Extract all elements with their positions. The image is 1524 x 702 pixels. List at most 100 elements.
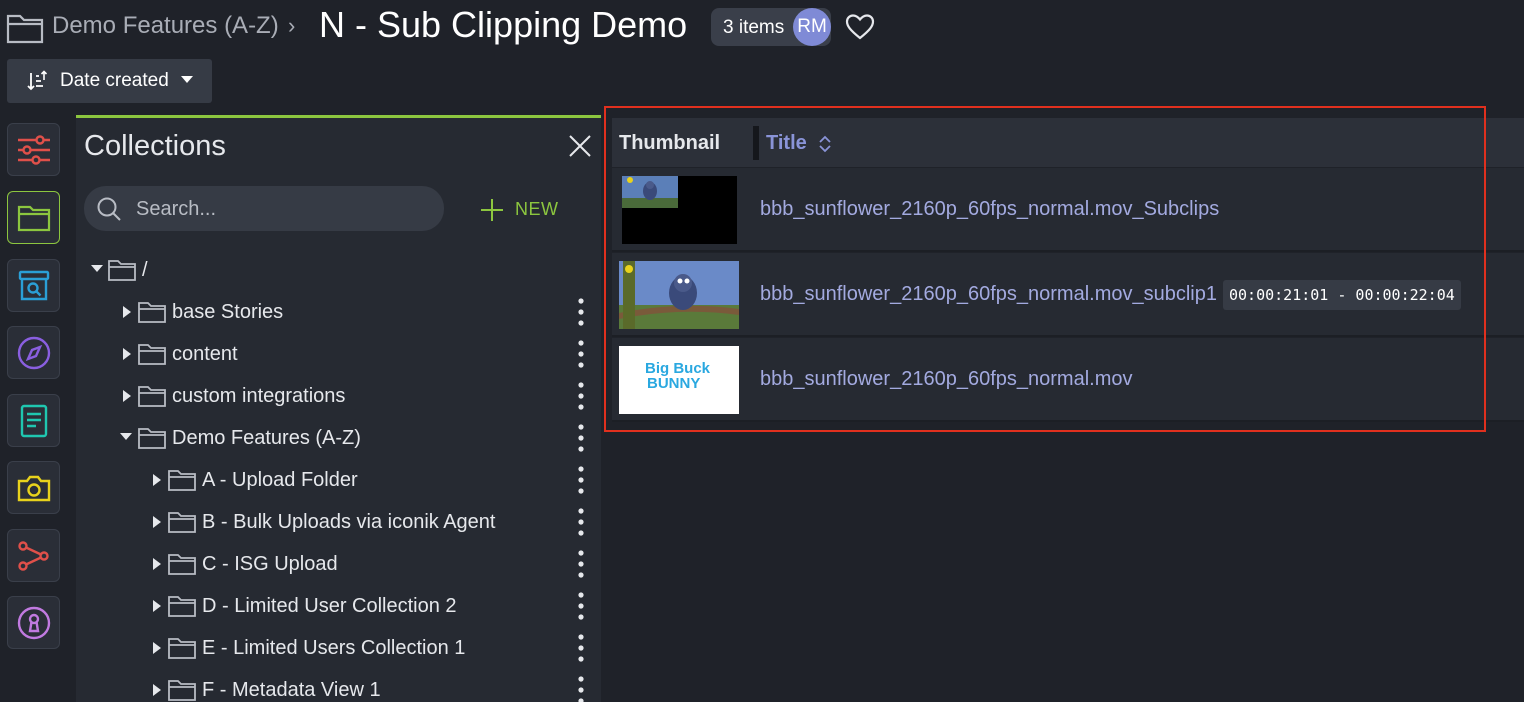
folder-icon xyxy=(138,428,166,449)
tree-item-isg-upload[interactable]: C - ISG Upload xyxy=(76,549,601,591)
tree-item-limited-user-collection-2[interactable]: D - Limited User Collection 2 xyxy=(76,591,601,633)
top-header: Demo Features (A-Z) › N - Sub Clipping D… xyxy=(0,0,1524,58)
more-options-icon[interactable] xyxy=(577,549,585,579)
caret-collapsed-icon[interactable] xyxy=(152,474,162,486)
sort-icon xyxy=(27,70,48,91)
filters-icon xyxy=(18,135,50,165)
collections-icon xyxy=(17,205,51,232)
search-archive-icon xyxy=(18,270,50,301)
more-options-icon[interactable] xyxy=(577,591,585,621)
rail-archive-search-button[interactable] xyxy=(7,259,60,312)
caret-collapsed-icon[interactable] xyxy=(122,348,132,360)
column-resize-handle[interactable] xyxy=(753,126,759,160)
column-header-title[interactable]: Title xyxy=(766,132,807,154)
tree-item-base-stories[interactable]: base Stories xyxy=(76,297,601,339)
tree-item-label: D - Limited User Collection 2 xyxy=(202,595,457,617)
caret-collapsed-icon[interactable] xyxy=(122,390,132,402)
search-placeholder: Search... xyxy=(136,198,217,220)
rail-filters-button[interactable] xyxy=(7,123,60,176)
folder-icon xyxy=(168,680,196,701)
sort-arrows-icon[interactable] xyxy=(818,134,832,154)
sort-dropdown-button[interactable]: Date created xyxy=(7,59,212,103)
tree-item-label: A - Upload Folder xyxy=(202,469,358,491)
search-icon xyxy=(97,197,121,221)
rail-explore-button[interactable] xyxy=(7,326,60,379)
caret-collapsed-icon[interactable] xyxy=(152,684,162,696)
caret-collapsed-icon[interactable] xyxy=(122,306,132,318)
share-nodes-icon xyxy=(18,541,49,571)
tree-item-label: C - ISG Upload xyxy=(202,553,338,575)
collections-title: Collections xyxy=(84,130,226,162)
more-options-icon[interactable] xyxy=(577,339,585,369)
tree-item-label: Demo Features (A-Z) xyxy=(172,427,361,449)
tree-item-metadata-view-1[interactable]: F - Metadata View 1 xyxy=(76,675,601,702)
asset-title-link[interactable]: bbb_sunflower_2160p_60fps_normal.mov xyxy=(760,368,1133,390)
avatar[interactable]: RM xyxy=(793,8,831,46)
breadcrumb-parent[interactable]: Demo Features (A-Z) xyxy=(52,12,279,39)
more-options-icon[interactable] xyxy=(577,465,585,495)
caret-collapsed-icon[interactable] xyxy=(152,558,162,570)
more-options-icon[interactable] xyxy=(577,297,585,327)
tree-item-root[interactable]: / xyxy=(76,255,601,297)
thumbnail-subclips[interactable] xyxy=(622,176,737,244)
collections-panel: Collections Search... NEW / base Stories… xyxy=(76,115,601,702)
camera-icon xyxy=(17,475,51,502)
more-options-icon[interactable] xyxy=(577,675,585,702)
more-options-icon[interactable] xyxy=(577,381,585,411)
collections-search-input[interactable]: Search... xyxy=(84,186,444,231)
items-count-badge[interactable]: 3 items RM xyxy=(711,8,831,46)
new-collection-button[interactable]: NEW xyxy=(480,197,570,223)
tree-item-demo-features[interactable]: Demo Features (A-Z) xyxy=(76,423,601,465)
caret-collapsed-icon[interactable] xyxy=(152,516,162,528)
table-row[interactable]: bbb_sunflower_2160p_60fps_normal.mov_sub… xyxy=(612,253,1524,337)
asset-title-link[interactable]: bbb_sunflower_2160p_60fps_normal.mov_Sub… xyxy=(760,198,1220,220)
breadcrumb-separator: › xyxy=(288,13,296,38)
tree-item-limited-users-collection-1[interactable]: E - Limited Users Collection 1 xyxy=(76,633,601,675)
tree-item-label: B - Bulk Uploads via iconik Agent xyxy=(202,511,496,533)
favorite-heart-icon[interactable] xyxy=(845,13,875,41)
tree-item-content[interactable]: content xyxy=(76,339,601,381)
document-icon xyxy=(20,404,48,438)
folder-icon xyxy=(108,260,136,281)
new-label: NEW xyxy=(515,199,559,219)
rail-collections-button[interactable] xyxy=(7,191,60,244)
tree-item-label: / xyxy=(142,259,148,281)
table-header: Thumbnail Title xyxy=(612,118,1524,167)
folder-icon xyxy=(168,470,196,491)
more-options-icon[interactable] xyxy=(577,633,585,663)
close-icon[interactable] xyxy=(568,134,592,158)
more-options-icon[interactable] xyxy=(577,423,585,453)
asset-title-link[interactable]: bbb_sunflower_2160p_60fps_normal.mov_sub… xyxy=(760,283,1217,305)
explore-compass-icon xyxy=(17,336,51,370)
thumbnail-subclip1[interactable] xyxy=(619,261,739,329)
caret-expanded-icon[interactable] xyxy=(91,265,103,273)
tree-item-label: content xyxy=(172,343,238,365)
tree-item-bulk-uploads[interactable]: B - Bulk Uploads via iconik Agent xyxy=(76,507,601,549)
folder-icon xyxy=(138,344,166,365)
caret-collapsed-icon[interactable] xyxy=(152,600,162,612)
folder-icon xyxy=(168,638,196,659)
tree-item-upload-folder[interactable]: A - Upload Folder xyxy=(76,465,601,507)
table-row[interactable]: bbb_sunflower_2160p_60fps_normal.mov_Sub… xyxy=(612,168,1524,252)
more-options-icon[interactable] xyxy=(577,507,585,537)
items-count: 3 items xyxy=(723,17,785,38)
rail-documents-button[interactable] xyxy=(7,394,60,447)
rail-share-button[interactable] xyxy=(7,529,60,582)
page-title: N - Sub Clipping Demo xyxy=(319,4,688,45)
rail-camera-button[interactable] xyxy=(7,461,60,514)
rail-security-button[interactable] xyxy=(7,596,60,649)
folder-icon xyxy=(168,554,196,575)
folder-icon[interactable] xyxy=(6,10,44,44)
caret-expanded-icon[interactable] xyxy=(120,433,132,441)
tree-item-label: E - Limited Users Collection 1 xyxy=(202,637,466,659)
tree-item-custom-integrations[interactable]: custom integrations xyxy=(76,381,601,423)
folder-icon xyxy=(138,302,166,323)
results-table: Thumbnail Title bbb_sunflower_2160p_60fp… xyxy=(612,115,1524,435)
tree-item-label: base Stories xyxy=(172,301,284,323)
caret-collapsed-icon[interactable] xyxy=(152,642,162,654)
plus-icon xyxy=(481,199,503,221)
folder-icon xyxy=(168,512,196,533)
